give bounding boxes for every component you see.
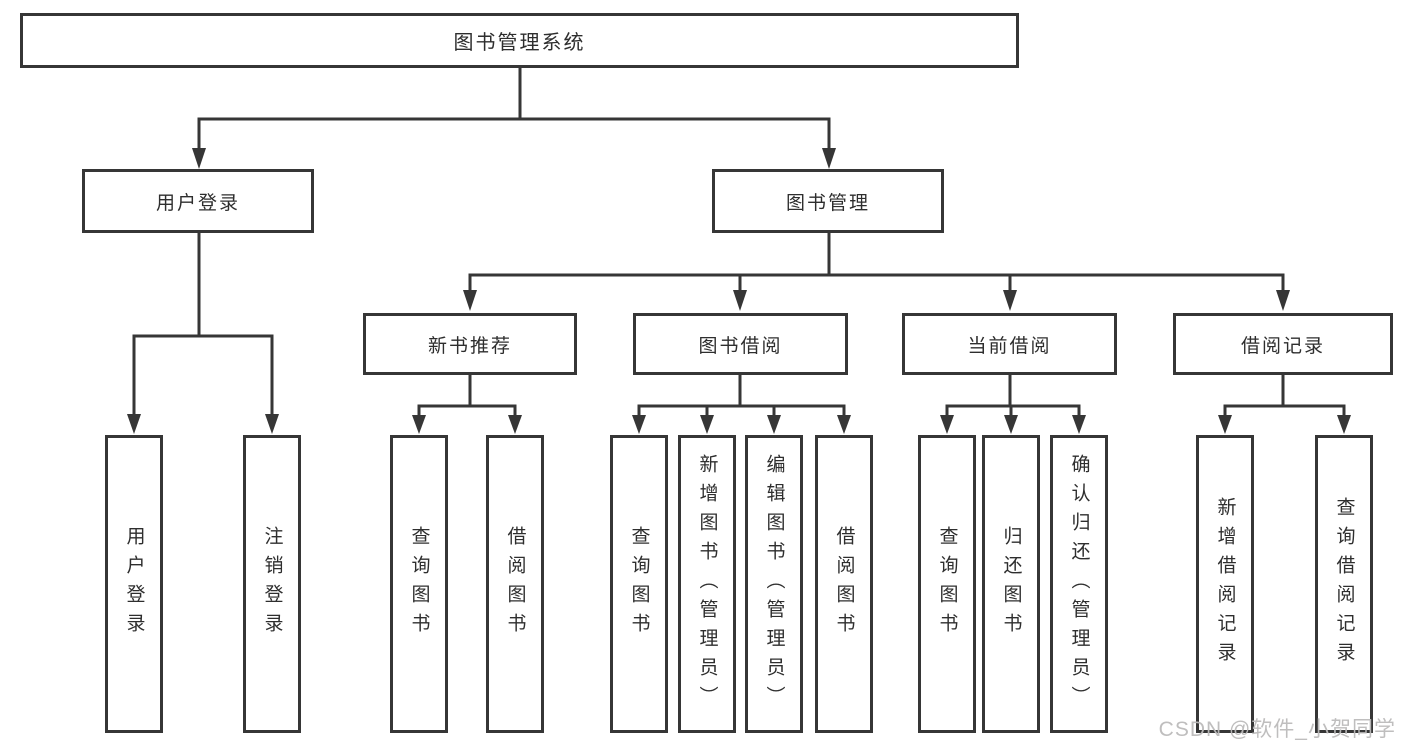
node-root-label: 图书管理系统 bbox=[453, 32, 586, 54]
node-book-borrow-label: 图书借阅 bbox=[698, 335, 783, 357]
leaf-logout-label: 注销登录 bbox=[261, 526, 283, 642]
node-root: 图书管理系统 bbox=[20, 13, 1019, 68]
leaf-query-book-1-label: 查询图书 bbox=[408, 526, 430, 642]
leaf-confirm-return-admin: 确认归还（管理员） bbox=[1050, 435, 1108, 733]
leaf-add-book-admin: 新增图书（管理员） bbox=[678, 435, 736, 733]
node-book-management: 图书管理 bbox=[712, 169, 944, 233]
node-user-login: 用户登录 bbox=[82, 169, 314, 233]
leaf-query-borrow-record: 查询借阅记录 bbox=[1315, 435, 1373, 733]
leaf-confirm-return-admin-label: 确认归还（管理员） bbox=[1068, 453, 1090, 715]
leaf-borrow-book-1-label: 借阅图书 bbox=[504, 526, 526, 642]
leaf-borrow-book-2-label: 借阅图书 bbox=[833, 526, 855, 642]
node-current-borrow-label: 当前借阅 bbox=[967, 335, 1052, 357]
node-book-management-label: 图书管理 bbox=[785, 192, 870, 214]
leaf-return-book-label: 归还图书 bbox=[1000, 526, 1022, 642]
leaf-query-book-2-label: 查询图书 bbox=[628, 526, 650, 642]
leaf-add-borrow-record-label: 新增借阅记录 bbox=[1214, 497, 1236, 671]
leaf-add-borrow-record: 新增借阅记录 bbox=[1196, 435, 1254, 733]
node-user-login-label: 用户登录 bbox=[155, 192, 240, 214]
node-borrow-record: 借阅记录 bbox=[1173, 313, 1393, 375]
leaf-borrow-book-1: 借阅图书 bbox=[486, 435, 544, 733]
leaf-query-book-3-label: 查询图书 bbox=[936, 526, 958, 642]
leaf-logout: 注销登录 bbox=[243, 435, 301, 733]
node-book-borrow: 图书借阅 bbox=[633, 313, 848, 375]
csdn-watermark: CSDN @软件_小贺同学 bbox=[1158, 718, 1396, 741]
leaf-borrow-book-2: 借阅图书 bbox=[815, 435, 873, 733]
node-borrow-record-label: 借阅记录 bbox=[1240, 335, 1325, 357]
leaf-edit-book-admin-label: 编辑图书（管理员） bbox=[763, 453, 785, 715]
leaf-edit-book-admin: 编辑图书（管理员） bbox=[745, 435, 803, 733]
leaf-return-book: 归还图书 bbox=[982, 435, 1040, 733]
leaf-add-book-admin-label: 新增图书（管理员） bbox=[696, 453, 718, 715]
leaf-user-login: 用户登录 bbox=[105, 435, 163, 733]
leaf-user-login-label: 用户登录 bbox=[123, 526, 145, 642]
node-new-book-recommend-label: 新书推荐 bbox=[427, 335, 512, 357]
leaf-query-book-1: 查询图书 bbox=[390, 435, 448, 733]
leaf-query-book-3: 查询图书 bbox=[918, 435, 976, 733]
node-current-borrow: 当前借阅 bbox=[902, 313, 1117, 375]
node-new-book-recommend: 新书推荐 bbox=[363, 313, 577, 375]
leaf-query-book-2: 查询图书 bbox=[610, 435, 668, 733]
leaf-query-borrow-record-label: 查询借阅记录 bbox=[1333, 497, 1355, 671]
